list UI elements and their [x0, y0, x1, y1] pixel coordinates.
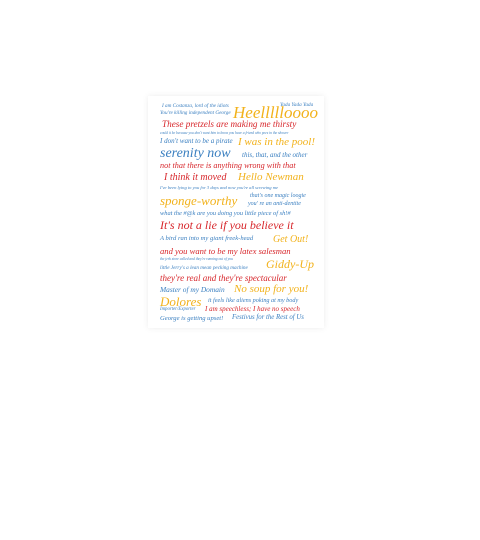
quote-no-soup: No soup for you! — [234, 283, 309, 295]
quote-festivus: Festivus for the Rest of Us — [232, 314, 304, 321]
quote-importer-exporter: Importer/Exporter — [160, 307, 196, 312]
quote-giddy-up: Giddy-Up — [266, 257, 314, 271]
quote-lying-3-days: I've been lying to you for 3 days and no… — [160, 185, 279, 190]
quote-dolores: Dolores — [160, 294, 202, 309]
quote-poster: I am Costanza, lord of the idiots Yada Y… — [148, 96, 324, 328]
quote-speechless: I am speechless; I have no speech — [205, 305, 300, 313]
quote-get-out: Get Out! — [273, 234, 309, 245]
quote-latex-salesman: and you want to be my latex salesman — [160, 246, 291, 256]
quote-jerk-store: the jerk store called and they're runnin… — [160, 257, 233, 261]
quote-in-the-pool: I was in the pool! — [238, 136, 315, 148]
quote-pecking-machine: little Jerry's a lean mean pecking machi… — [160, 265, 248, 271]
quote-hello-newman: Hello Newman — [238, 171, 304, 183]
quote-this-that-other: this, that, and the other — [242, 151, 308, 159]
quote-magic-loogie: that's one magic loogie — [250, 193, 306, 199]
quote-real-spectacular: they're real and they're spectacular — [160, 273, 287, 283]
quote-hello: Heellllloooo — [233, 103, 318, 122]
quote-not-a-lie: It's not a lie if you believe it — [160, 218, 294, 232]
quote-costanza-lord: I am Costanza, lord of the idiots — [162, 103, 229, 109]
quote-master-domain: Master of my Domain — [160, 285, 225, 294]
quote-pees-shower: could it be because you don't want him t… — [160, 131, 289, 135]
quote-george-upset: George is getting upset! — [160, 315, 224, 322]
quote-anti-dentite: you' re an anti-dentite — [248, 201, 301, 207]
quote-think-it-moved: I think it moved — [164, 172, 227, 183]
quote-serenity-now: serenity now — [160, 146, 231, 161]
quote-nothing-wrong: not that there is anything wrong with th… — [160, 161, 296, 170]
quote-pretzels: These pretzels are making me thirsty — [162, 119, 297, 129]
quote-sponge-worthy: sponge-worthy — [160, 193, 238, 208]
quote-aliens-poking: it feels like aliens poking at my body — [208, 297, 299, 304]
quote-bird-freek-head: A bird ran into my giant freek-head — [160, 235, 254, 242]
quote-yada-yada: Yada Yada Yada — [280, 102, 314, 108]
quote-pirate: I don't want to be a pirate — [160, 137, 233, 145]
quote-little-piece: what the #@k are you doing you little pi… — [160, 210, 291, 217]
quote-independent-george: You're killing independent George — [160, 110, 231, 116]
